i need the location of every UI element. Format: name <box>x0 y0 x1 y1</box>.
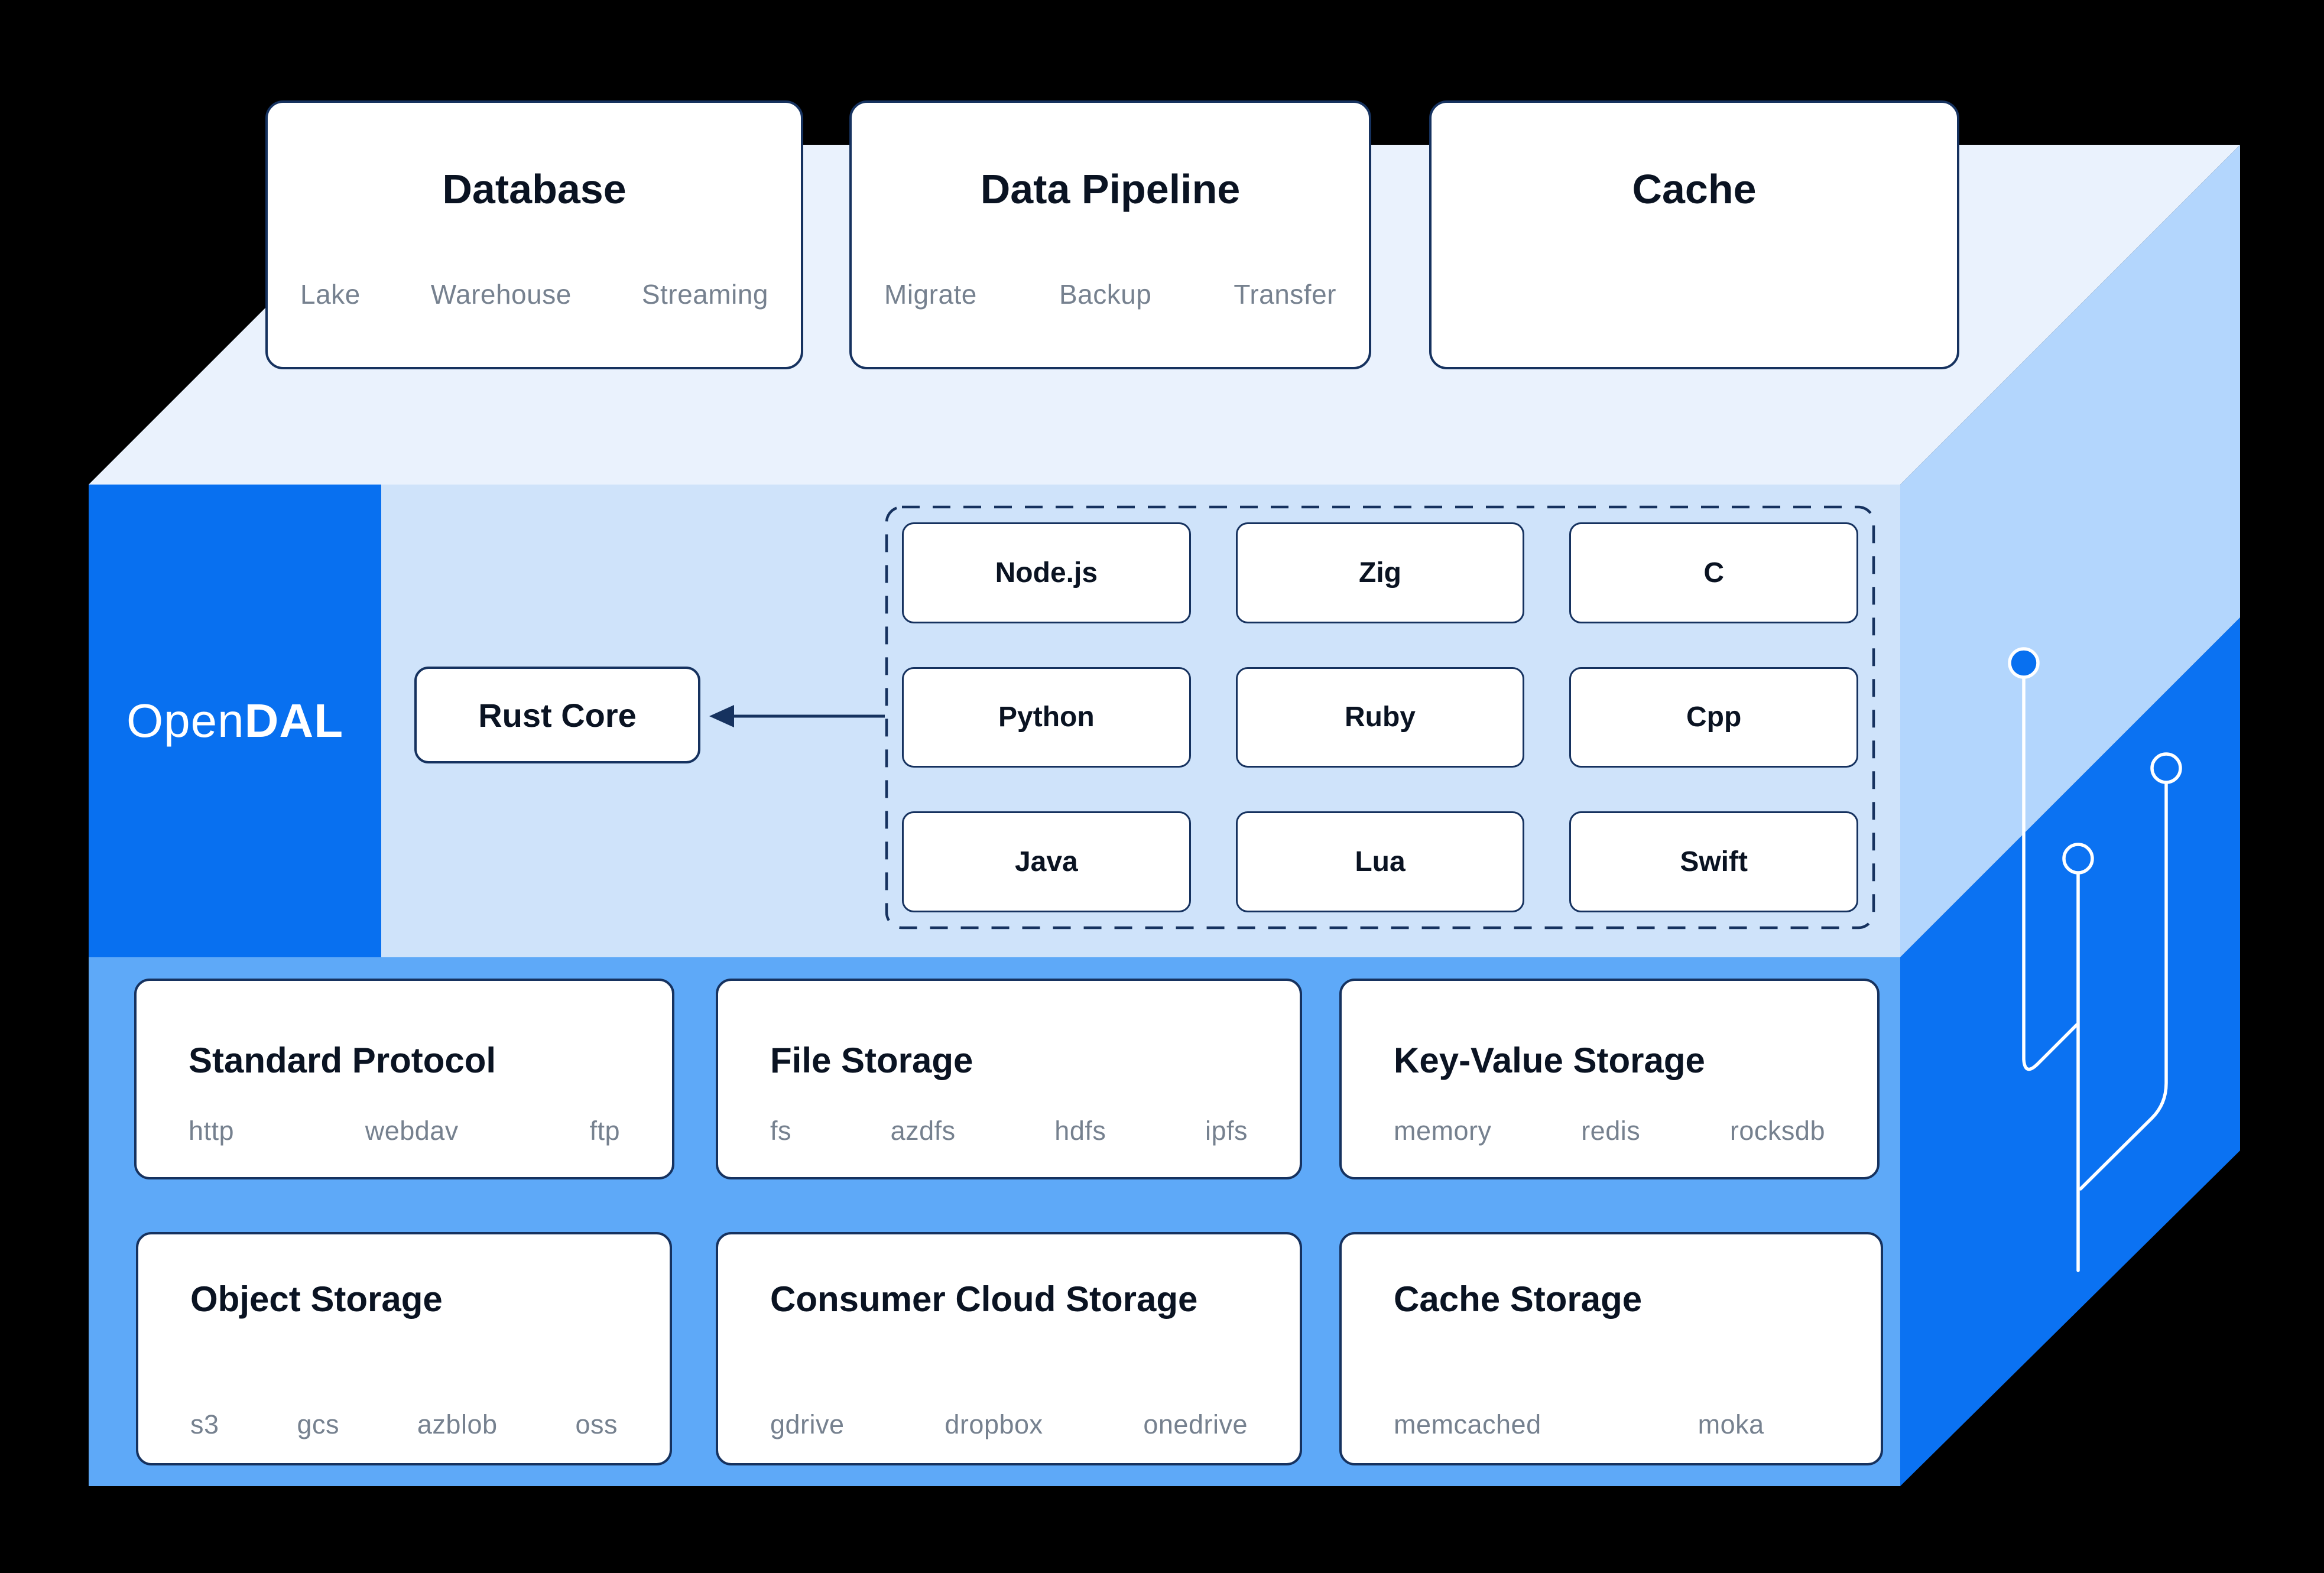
rust-core-box: Rust Core <box>414 667 700 763</box>
binding-cpp: Cpp <box>1569 667 1858 768</box>
bindings-dashed-frame <box>885 505 1875 930</box>
binding-label: Cpp <box>1686 701 1742 733</box>
card-item: gcs <box>297 1409 339 1439</box>
card-item: Transfer <box>1234 279 1336 310</box>
card-item: moka <box>1697 1409 1764 1439</box>
binding-nodejs: Node.js <box>902 522 1191 623</box>
circuit-node-filled-icon <box>2008 647 2040 679</box>
right-face-upper <box>1900 145 2240 957</box>
card-item: Migrate <box>884 279 977 310</box>
card-title: Cache <box>1632 166 1757 212</box>
binding-label: Lua <box>1355 846 1406 878</box>
storage-card-standard-protocol: Standard Protocol http webdav ftp <box>134 979 674 1179</box>
card-item: Warehouse <box>430 279 572 310</box>
binding-label: Node.js <box>995 557 1098 589</box>
card-items: memcached moka <box>1394 1409 1829 1440</box>
binding-label: Java <box>1014 846 1078 878</box>
card-items: memory redis rocksdb <box>1394 1116 1825 1146</box>
binding-label: Zig <box>1359 557 1401 589</box>
card-item: gdrive <box>770 1409 845 1439</box>
circuit-trace-left <box>2022 675 2079 1071</box>
card-item: Backup <box>1059 279 1152 310</box>
binding-python: Python <box>902 667 1191 768</box>
card-item: ipfs <box>1205 1116 1248 1146</box>
logo-dal: DAL <box>244 694 344 747</box>
storage-card-file-storage: File Storage fs azdfs hdfs ipfs <box>716 979 1302 1179</box>
card-title: Consumer Cloud Storage <box>770 1279 1198 1319</box>
storage-card-key-value-storage: Key-Value Storage memory redis rocksdb <box>1339 979 1880 1179</box>
binding-lua: Lua <box>1235 811 1525 912</box>
card-item: fs <box>770 1116 792 1146</box>
card-item: rocksdb <box>1729 1116 1825 1146</box>
card-title: Cache Storage <box>1394 1279 1643 1319</box>
logo-block <box>89 485 381 957</box>
card-title: Database <box>442 166 627 212</box>
card-items: Lake Warehouse Streaming <box>300 278 768 310</box>
top-card-cache: Cache <box>1429 100 1959 369</box>
card-item: memcached <box>1394 1409 1541 1439</box>
binding-ruby: Ruby <box>1235 667 1525 768</box>
binding-zig: Zig <box>1235 522 1525 623</box>
circuit-trace-right <box>2079 781 2168 1191</box>
binding-label: Swift <box>1680 846 1748 878</box>
circuit-node-icon <box>2150 752 2182 784</box>
card-title: Data Pipeline <box>980 166 1241 212</box>
card-items: Migrate Backup Transfer <box>884 278 1336 310</box>
card-item: http <box>189 1116 235 1146</box>
card-item: Streaming <box>641 279 768 310</box>
card-items: http webdav ftp <box>189 1116 620 1146</box>
card-title: File Storage <box>770 1041 973 1080</box>
card-title: Object Storage <box>190 1279 443 1319</box>
storage-card-object-storage: Object Storage s3 gcs azblob oss <box>136 1232 672 1465</box>
bindings-to-core-arrow <box>709 705 885 727</box>
rust-core-label: Rust Core <box>478 696 637 734</box>
storage-card-consumer-cloud-storage: Consumer Cloud Storage gdrive dropbox on… <box>716 1232 1302 1465</box>
card-items: fs azdfs hdfs ipfs <box>770 1116 1248 1146</box>
card-item: oss <box>575 1409 618 1439</box>
card-item: memory <box>1394 1116 1492 1146</box>
binding-c: C <box>1569 522 1858 623</box>
circuit-traces <box>2008 647 2182 1272</box>
arrowhead-icon <box>709 705 734 727</box>
card-item: onedrive <box>1143 1409 1248 1439</box>
card-item: webdav <box>365 1116 459 1146</box>
card-items: s3 gcs azblob oss <box>190 1409 618 1440</box>
right-face-lower <box>1900 618 2240 1486</box>
card-item: dropbox <box>944 1409 1043 1439</box>
card-item: azblob <box>417 1409 498 1439</box>
card-item: azdfs <box>890 1116 956 1146</box>
card-item: s3 <box>190 1409 219 1439</box>
card-item: hdfs <box>1054 1116 1106 1146</box>
storage-card-cache-storage: Cache Storage memcached moka <box>1339 1232 1883 1465</box>
language-bindings-grid: Node.js Zig C Python Ruby Cpp Java Lua S… <box>887 507 1874 928</box>
card-title: Key-Value Storage <box>1394 1041 1705 1080</box>
binding-label: Python <box>998 701 1095 733</box>
card-title: Standard Protocol <box>189 1041 496 1080</box>
top-card-data-pipeline: Data Pipeline Migrate Backup Transfer <box>849 100 1371 369</box>
circuit-node-icon <box>2062 843 2094 875</box>
card-items: gdrive dropbox onedrive <box>770 1409 1248 1440</box>
card-item: Lake <box>300 279 361 310</box>
binding-label: C <box>1703 557 1724 589</box>
card-item: redis <box>1581 1116 1641 1146</box>
binding-label: Ruby <box>1344 701 1416 733</box>
binding-java: Java <box>902 811 1191 912</box>
logo-open: Open <box>126 694 245 747</box>
binding-swift: Swift <box>1569 811 1858 912</box>
top-card-database: Database Lake Warehouse Streaming <box>265 100 803 369</box>
card-item: ftp <box>589 1116 620 1146</box>
